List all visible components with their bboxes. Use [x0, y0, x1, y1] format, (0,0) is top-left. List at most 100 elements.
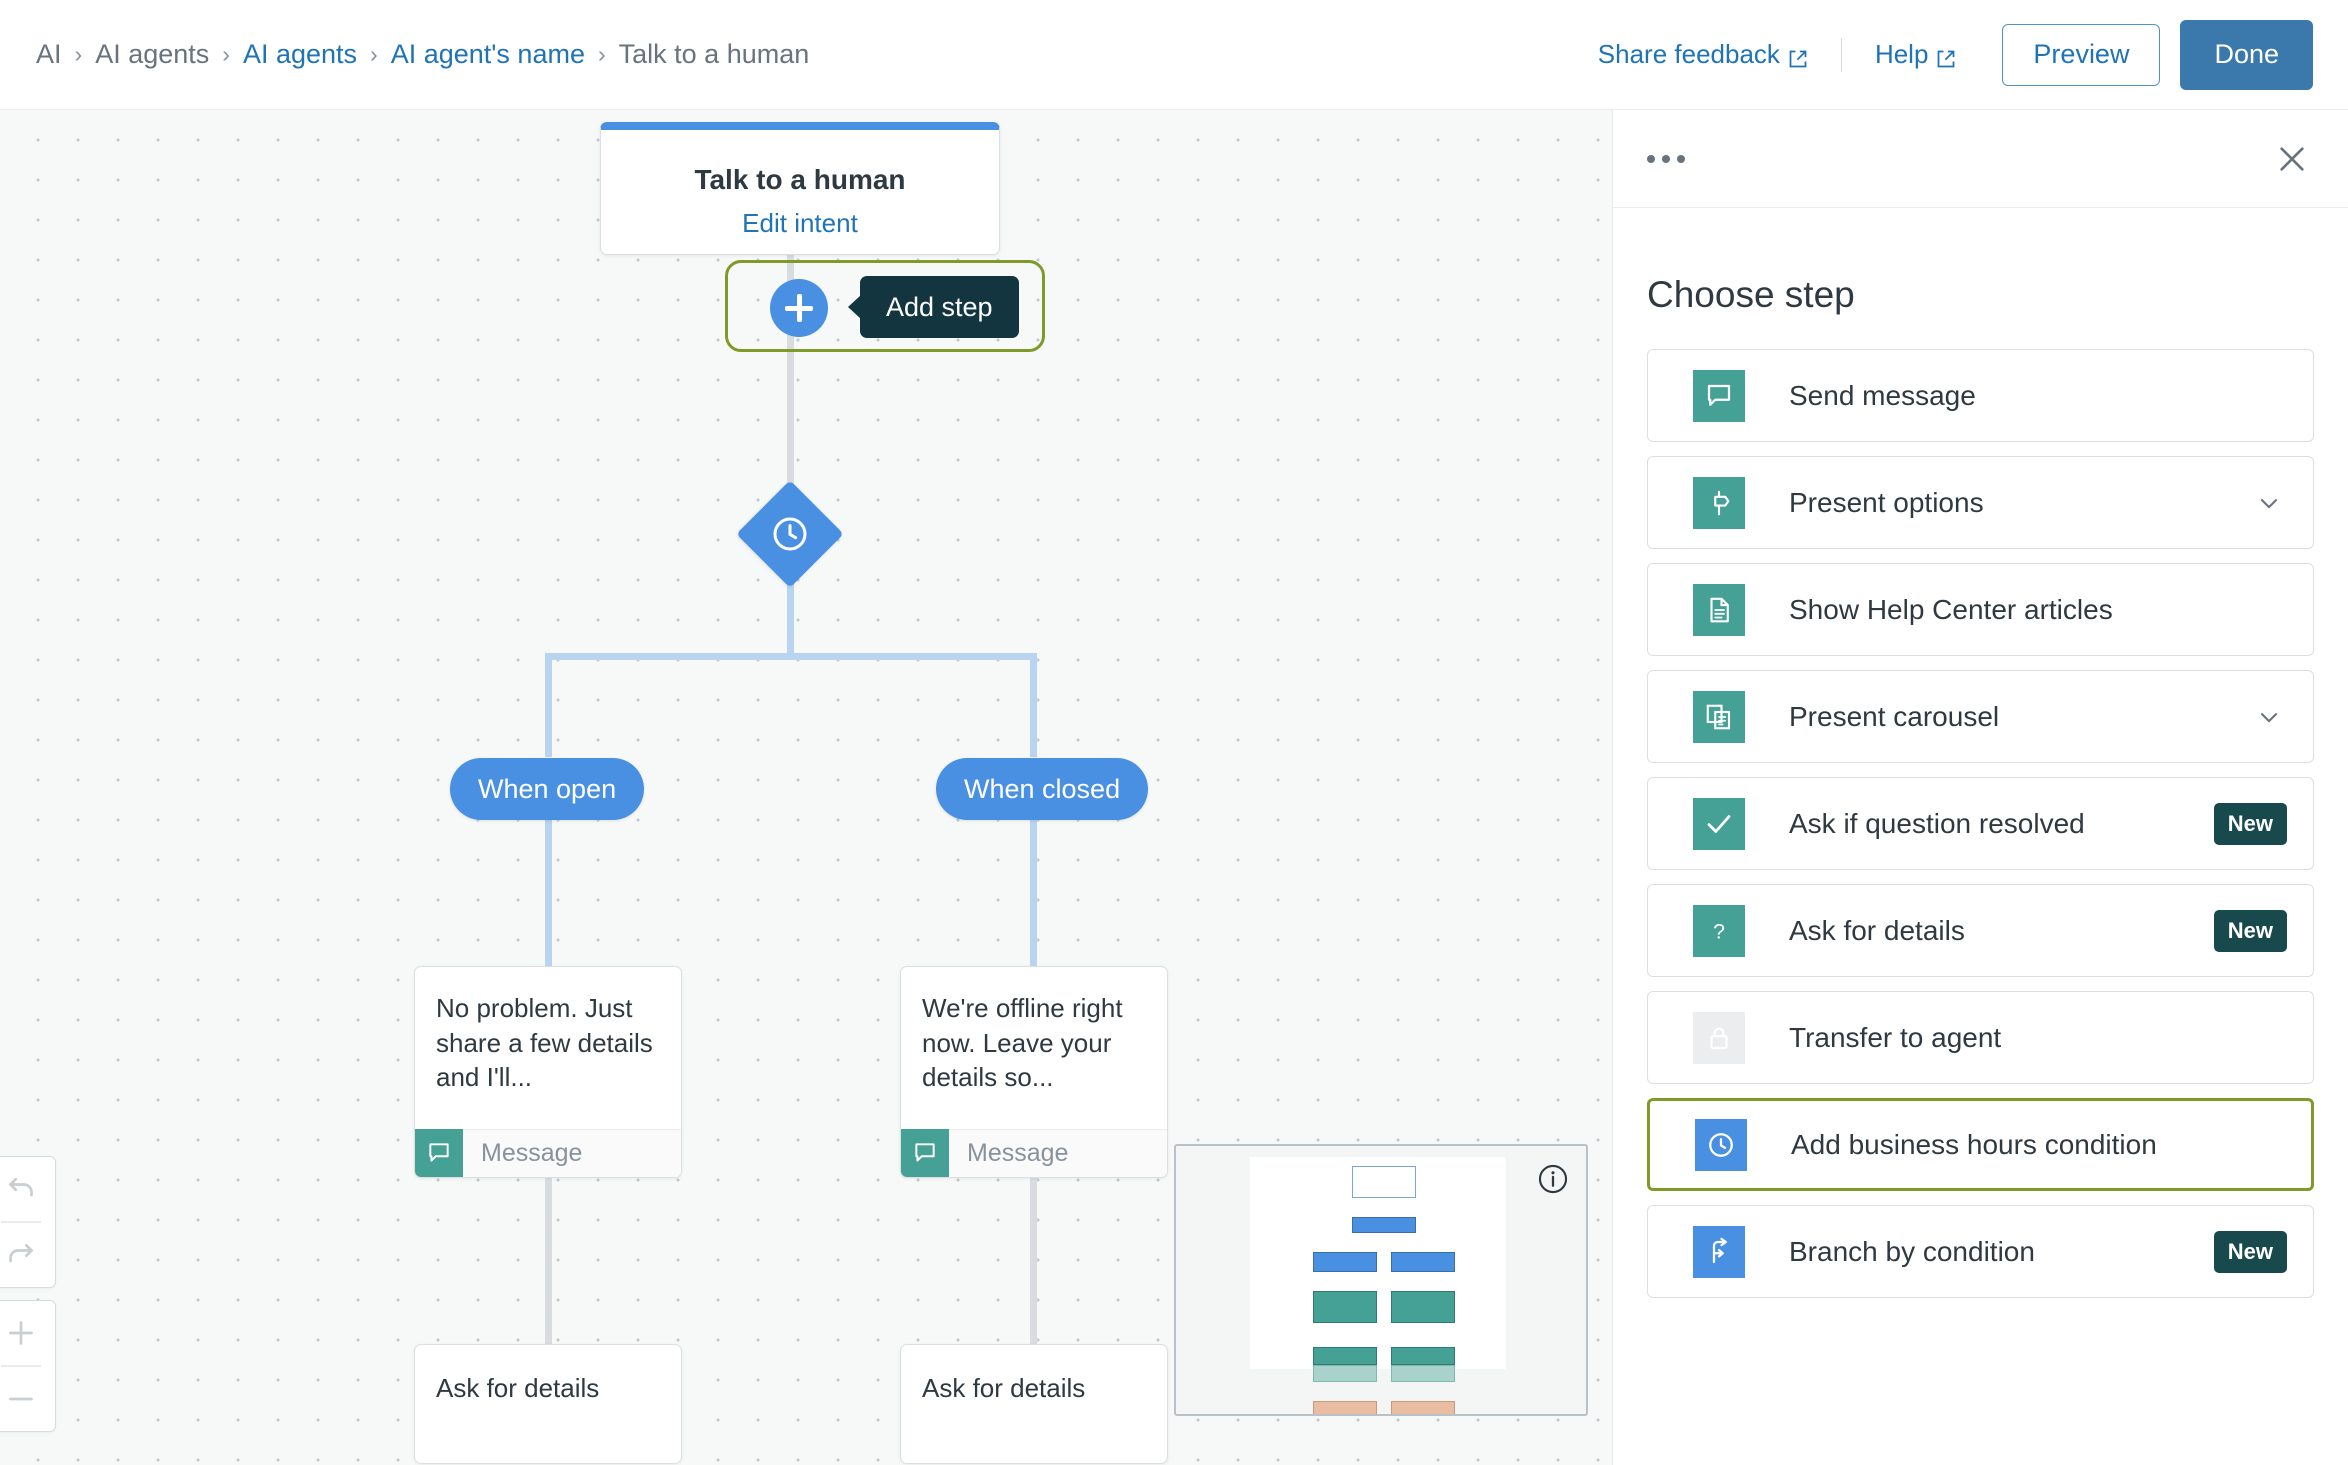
- done-button[interactable]: Done: [2180, 19, 2313, 90]
- preview-node: [1313, 1365, 1377, 1382]
- controls-divider: [1, 1365, 41, 1367]
- preview-node: [1313, 1401, 1377, 1414]
- history-controls: [0, 1156, 56, 1288]
- panel-toolbar: [1613, 110, 2348, 208]
- step-option-show-help-center-articles[interactable]: Show Help Center articles: [1647, 563, 2314, 656]
- undo-icon[interactable]: [0, 1157, 56, 1221]
- redo-icon[interactable]: [0, 1223, 56, 1287]
- check-icon: [1693, 797, 1745, 850]
- breadcrumb-item-current: Talk to a human: [618, 39, 810, 69]
- connector-branch-left-down: [545, 653, 552, 757]
- document-icon: [1693, 583, 1745, 636]
- share-feedback-link[interactable]: Share feedback: [1598, 39, 1808, 70]
- breadcrumb-separator: ›: [74, 41, 83, 67]
- carousel-icon: [1693, 690, 1745, 743]
- preview-node: [1391, 1252, 1455, 1272]
- svg-text:?: ?: [1713, 919, 1725, 943]
- ask-for-details-card-closed[interactable]: Ask for details: [900, 1344, 1168, 1464]
- chevron-down-icon[interactable]: [2255, 703, 2283, 731]
- connector-pill-to-message-right: [1030, 820, 1037, 966]
- message-card-footer: Message: [415, 1128, 681, 1177]
- branch-icon: [1693, 1225, 1745, 1278]
- message-icon: [1693, 369, 1745, 422]
- breadcrumb-item-ai[interactable]: AI: [36, 39, 62, 69]
- preview-node: [1352, 1166, 1416, 1198]
- preview-node: [1391, 1291, 1455, 1323]
- external-link-icon: [1936, 45, 1956, 67]
- message-icon: [901, 1129, 949, 1177]
- message-card-closed[interactable]: We're offline right now. Leave your deta…: [900, 966, 1168, 1178]
- breadcrumb-link-ai-agents[interactable]: AI agents: [242, 39, 358, 69]
- breadcrumb-separator: ›: [222, 41, 230, 67]
- step-option-add-business-hours-condition[interactable]: Add business hours condition: [1647, 1098, 2314, 1191]
- step-option-label: Show Help Center articles: [1789, 593, 2113, 625]
- question-icon: ?: [1693, 904, 1745, 957]
- connector-pill-to-message-left: [545, 820, 552, 966]
- lock-icon: [1693, 1011, 1745, 1064]
- preview-node: [1391, 1347, 1455, 1365]
- step-option-label: Present options: [1789, 486, 1984, 518]
- step-option-transfer-to-agent[interactable]: Transfer to agent: [1647, 991, 2314, 1084]
- breadcrumb-link-agent-name[interactable]: AI agent's name: [390, 39, 585, 69]
- status-badge: New: [2213, 1230, 2287, 1273]
- business-hours-condition-node[interactable]: [736, 480, 844, 588]
- step-option-branch-by-condition[interactable]: Branch by condition New: [1647, 1205, 2314, 1298]
- preview-node: [1313, 1347, 1377, 1365]
- message-card-footer-label: Message: [481, 1138, 583, 1167]
- step-option-label: Send message: [1789, 379, 1976, 411]
- intent-card[interactable]: Talk to a human Edit intent: [600, 122, 1000, 255]
- step-option-label: Present carousel: [1789, 700, 2000, 732]
- branch-pill-when-open[interactable]: When open: [450, 758, 645, 820]
- connector-addstep-to-diamond: [787, 352, 794, 497]
- status-badge: New: [2213, 909, 2287, 952]
- preview-node: [1352, 1217, 1416, 1233]
- add-step-tooltip: Add step: [848, 276, 1019, 338]
- ellipsis-dot: [1662, 154, 1670, 163]
- chevron-down-icon[interactable]: [2255, 489, 2283, 517]
- close-icon[interactable]: [2270, 137, 2314, 181]
- minus-icon[interactable]: [0, 1367, 56, 1431]
- page-title: Choose step: [1647, 274, 1855, 315]
- connector-branch-right-down: [1030, 653, 1037, 757]
- message-card-footer-label: Message: [967, 1138, 1069, 1167]
- step-option-label: Transfer to agent: [1789, 1021, 2002, 1053]
- step-option-label: Ask if question resolved: [1789, 807, 2085, 839]
- breadcrumb-separator: ›: [597, 41, 606, 67]
- branch-pill-when-closed[interactable]: When closed: [936, 758, 1149, 820]
- ellipsis-dot: [1647, 154, 1655, 163]
- step-option-present-options[interactable]: Present options: [1647, 456, 2314, 549]
- add-step-container[interactable]: Add step: [725, 260, 1045, 352]
- ellipsis-icon[interactable]: [1647, 154, 1685, 163]
- edit-intent-link[interactable]: Edit intent: [742, 208, 858, 238]
- ask-for-details-card-open[interactable]: Ask for details: [414, 1344, 682, 1464]
- connector-diamond-down: [787, 568, 794, 658]
- preview-node: [1391, 1365, 1455, 1382]
- ellipsis-dot: [1677, 154, 1685, 163]
- step-option-present-carousel[interactable]: Present carousel: [1647, 670, 2314, 763]
- step-option-label: Add business hours condition: [1791, 1128, 2157, 1160]
- flow-canvas[interactable]: Talk to a human Edit intent Add step Whe…: [0, 110, 1612, 1465]
- help-link[interactable]: Help: [1875, 39, 1956, 70]
- share-feedback-label: Share feedback: [1597, 39, 1780, 69]
- signpost-icon: [1693, 476, 1745, 529]
- plus-icon[interactable]: [0, 1301, 56, 1365]
- step-option-send-message[interactable]: Send message: [1647, 349, 2314, 442]
- connector-message-to-ask-right: [1030, 1132, 1037, 1344]
- step-option-label: Branch by condition: [1789, 1235, 2035, 1267]
- message-card-open[interactable]: No problem. Just share a few details and…: [414, 966, 682, 1178]
- app-header: AI › AI agents › AI agents › AI agent's …: [0, 0, 2348, 110]
- message-card-footer: Message: [901, 1128, 1167, 1177]
- breadcrumb-item-ai-agents[interactable]: AI agents: [95, 39, 210, 69]
- add-step-button[interactable]: [770, 279, 828, 337]
- info-icon[interactable]: [1536, 1162, 1570, 1196]
- connector-message-to-ask-left: [545, 1132, 552, 1344]
- preview-button[interactable]: Preview: [2002, 23, 2161, 86]
- controls-divider: [1, 1221, 41, 1223]
- message-icon: [415, 1129, 463, 1177]
- header-divider: [1840, 37, 1842, 72]
- message-card-text: No problem. Just share a few details and…: [436, 993, 653, 1093]
- flow-preview-panel[interactable]: [1174, 1144, 1588, 1416]
